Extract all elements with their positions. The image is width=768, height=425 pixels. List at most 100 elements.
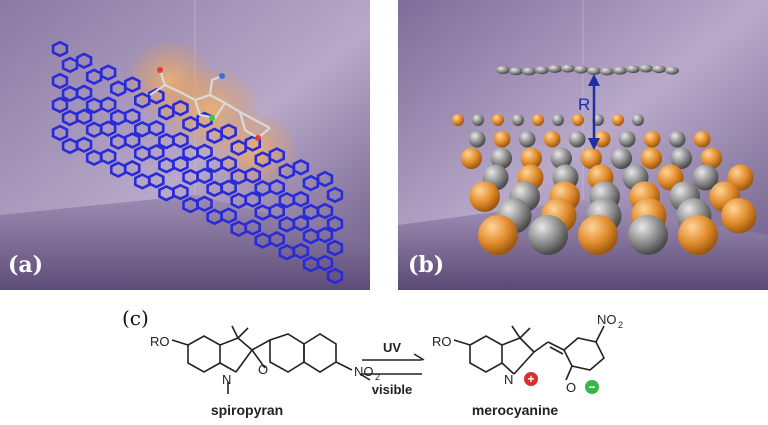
- panel-a-nanotube: (a): [0, 0, 370, 290]
- distance-label: R: [578, 95, 590, 114]
- nanotube-hexagon: [100, 64, 117, 81]
- o-right: O: [566, 380, 576, 395]
- bottom-sheet-atom: [543, 130, 561, 148]
- top-sheet-atom: [509, 67, 523, 76]
- bottom-sheet-atom: [692, 164, 719, 191]
- nanotube-hexagon: [268, 147, 286, 164]
- nanotube-hexagon: [172, 183, 189, 201]
- nanotube-scene: [0, 0, 370, 290]
- bottom-sheet-atom: [552, 114, 564, 126]
- bottom-sheet-atom: [632, 114, 644, 126]
- nanotube-hexagon: [244, 191, 262, 208]
- nanotube-hexagon: [51, 72, 69, 90]
- distance-arrow: [588, 74, 600, 150]
- bottom-graphene-sheet: [452, 114, 757, 255]
- top-sheet-atom: [587, 66, 601, 75]
- nanotube-hexagon: [316, 254, 334, 272]
- bottom-sheet-atom: [520, 147, 542, 169]
- nanotube-hexagon: [75, 84, 93, 102]
- nanotube-hexagon: [75, 136, 93, 153]
- nanotube-hexagon: [124, 76, 141, 93]
- bottom-sheet-atom: [472, 114, 484, 126]
- n-left: N: [222, 372, 231, 387]
- bottom-sheet-atom: [490, 147, 512, 169]
- bottom-sheet-atom: [610, 147, 632, 169]
- nanotube-hexagon: [292, 190, 310, 208]
- bottom-sheet-atom: [640, 147, 662, 169]
- panel-c-reaction-scheme: (c): [0, 290, 768, 425]
- panel-b-label: (b): [408, 252, 445, 278]
- forward-label: UV: [383, 340, 401, 355]
- nanotube-hexagon: [148, 119, 165, 137]
- panel-c-label: (c): [122, 306, 149, 330]
- top-sheet-atom: [639, 64, 653, 73]
- nanotube-hexagon: [124, 132, 141, 149]
- nanotube-hexagon: [172, 131, 189, 149]
- bottom-sheet-atom: [721, 198, 757, 234]
- bottom-sheet-atom: [492, 114, 504, 126]
- nanotube-hexagon: [220, 123, 237, 140]
- top-sheet-atom: [652, 65, 666, 74]
- bottom-sheet-atom: [568, 130, 586, 148]
- top-sheet-atom: [496, 66, 510, 74]
- negative-charge: [585, 380, 599, 394]
- bottom-sheet-atom: [518, 130, 536, 148]
- bottom-sheet-atom: [700, 147, 722, 169]
- nanotube-hexagon: [292, 242, 310, 260]
- nanotube-hexagon: [326, 239, 344, 257]
- nanotube-hexagon: [196, 167, 213, 185]
- bottom-sheet-atom: [668, 130, 686, 148]
- nanotube-hexagon: [75, 108, 93, 126]
- reverse-label: visible: [372, 382, 412, 397]
- positive-charge: [524, 372, 538, 386]
- nanotube-hexagon: [196, 143, 213, 161]
- top-sheet-atom: [522, 67, 536, 76]
- nanotube-hexagon: [148, 144, 165, 161]
- bottom-sheet-atom: [580, 147, 602, 169]
- top-sheet-atom: [626, 65, 640, 74]
- bottom-sheet-atom: [512, 114, 524, 126]
- nanotube-hexagon: [220, 179, 237, 196]
- top-sheet-atom: [561, 64, 575, 73]
- bottom-sheet-atom: [460, 147, 482, 169]
- merocyanine-structure: [453, 325, 605, 381]
- bottom-sheet-atom: [468, 130, 486, 148]
- no2-left: NO: [354, 364, 374, 379]
- bottom-sheet-atom: [628, 215, 668, 255]
- nanotube-hexagon: [326, 186, 344, 204]
- top-graphene-sheet: [496, 64, 679, 76]
- no2-right-sub: 2: [618, 320, 623, 330]
- bottom-sheet-atom: [618, 130, 636, 148]
- n-right: N: [504, 372, 513, 387]
- top-sheet-atom: [535, 66, 549, 75]
- nanotube-hexagon: [268, 203, 286, 220]
- o-left: O: [258, 362, 268, 377]
- bottom-sheet-atom: [678, 215, 718, 255]
- bottom-sheet-atom: [478, 215, 518, 255]
- nanotube-hexagon: [326, 215, 344, 233]
- ro-right: RO: [432, 334, 452, 349]
- nanotube-hexagon: [51, 40, 69, 58]
- top-sheet-atom: [600, 67, 614, 76]
- top-sheet-atom: [574, 65, 588, 74]
- nanotube-hexagon: [51, 96, 69, 114]
- nanotube-hexagon: [316, 226, 334, 244]
- merocyanine-name: merocyanine: [472, 402, 559, 418]
- no2-right: NO: [597, 312, 617, 327]
- bottom-sheet-atom: [528, 215, 568, 255]
- nanotube-hexagon: [220, 155, 237, 172]
- bottom-sheet-atom: [578, 215, 618, 255]
- nanotube-hexagon: [268, 231, 286, 248]
- nanotube-hexagon: [316, 170, 334, 188]
- bottom-sheet-atom: [550, 147, 572, 169]
- top-sheet-atom: [665, 66, 679, 75]
- bottom-sheet-atom: [493, 130, 511, 148]
- positive-charge-symbol: +: [527, 372, 534, 386]
- bottom-sheet-atom: [693, 130, 711, 148]
- nanotube-hexagon: [292, 214, 310, 232]
- nanotube-hexagon: [100, 120, 117, 137]
- ro-left: RO: [150, 334, 170, 349]
- nanotube-hexagon: [268, 179, 286, 196]
- bottom-sheet-atom: [670, 147, 692, 169]
- nanotube-hexagon: [172, 99, 189, 117]
